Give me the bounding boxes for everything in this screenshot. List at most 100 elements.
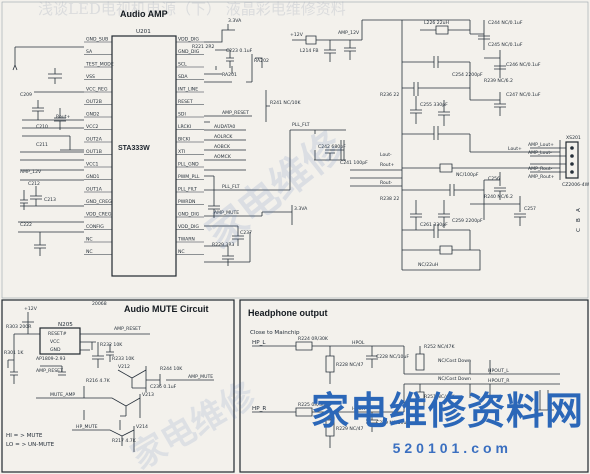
headphone-net-hpor: HPOR bbox=[352, 406, 366, 412]
headphone-net-out-l: HPOUT_L bbox=[488, 368, 509, 374]
headphone-section-title: Headphone output bbox=[248, 308, 328, 318]
amp-pin-label-left: OUT1B bbox=[86, 149, 102, 155]
amp-pin-label-left: NC bbox=[86, 249, 93, 255]
amp-net-mck: AOMCK bbox=[214, 154, 232, 160]
amp-net-audata: AUDATA0 bbox=[214, 124, 235, 130]
headphone-c229: C229 NC/10uF bbox=[376, 420, 409, 426]
mute-r217: R217 4.7K bbox=[112, 438, 137, 444]
headphone-note: Close to Mainchip bbox=[250, 330, 300, 336]
amp-pin-label-right: PWM_PLL bbox=[178, 174, 200, 180]
headphone-r229: R229 NC/47 bbox=[336, 426, 364, 432]
amp-supply-2: 3.3VA bbox=[294, 206, 308, 212]
amp-left-network bbox=[12, 46, 84, 256]
amp-pin-label-right: PLL_GND bbox=[178, 162, 199, 168]
connector-part: CZ2006-4W bbox=[562, 182, 590, 188]
headphone-net-out-r: HPOUT_R bbox=[488, 378, 510, 384]
mute-c236: C236 0.1uF bbox=[150, 384, 177, 390]
connector-pin-4: AMP_Rout+ bbox=[528, 174, 555, 180]
connector-letter-c: C bbox=[576, 228, 582, 232]
amp-pin-label-right: RESET bbox=[178, 99, 193, 105]
amp-r241: R241 NC/10K bbox=[270, 100, 301, 106]
headphone-label-costdown-1: NC/Cost Down bbox=[438, 358, 471, 364]
headphone-section-box bbox=[239, 299, 589, 473]
mute-v214: V214 bbox=[136, 424, 148, 430]
amp-c222: C222 bbox=[20, 222, 32, 228]
filter-r239: R239 NC/6.2 bbox=[484, 78, 513, 84]
amp-section-title: Audio AMP bbox=[120, 9, 168, 19]
amp-net-mute: AMP_MUTE bbox=[214, 210, 239, 216]
amp-pin-label-left: CONFIG bbox=[86, 224, 104, 230]
amp-pin-label-left: OUT2B bbox=[86, 99, 102, 105]
mute-net-muteamp: MUTE_AMP bbox=[50, 392, 75, 398]
mute-r303: R303 200R bbox=[6, 324, 32, 330]
filter-label-nc22: NC/22uH bbox=[418, 262, 438, 268]
filter-r240: R240 NC/6.2 bbox=[484, 194, 513, 200]
filter-c252: C257 bbox=[524, 206, 536, 212]
amp-c223: C223 0.1uF bbox=[226, 48, 253, 54]
filter-r238: R238 22 bbox=[380, 196, 399, 202]
amp-c212: C212 bbox=[28, 181, 40, 187]
filter-net-rout-plus: Rout+ bbox=[380, 162, 395, 168]
amp-ic-body bbox=[111, 35, 177, 277]
amp-c237: C237 bbox=[240, 230, 252, 236]
amp-ra201: RA201 bbox=[222, 72, 237, 78]
amp-pin-label-left: VDD_CREG bbox=[86, 212, 112, 218]
amp-net-pllflt2: PLL_FLT bbox=[292, 122, 310, 128]
speaker-connector bbox=[530, 141, 579, 179]
mute-ic-pin-1: RESET# bbox=[48, 331, 67, 337]
amp-pin-label-left: GND1 bbox=[86, 174, 100, 180]
amp-pin-label-left: OUT1A bbox=[86, 187, 103, 193]
filter-net-lout-plus: Lout+ bbox=[508, 146, 522, 152]
headphone-r225: R225 0R/30K bbox=[298, 402, 329, 408]
mute-r233: R233 10K bbox=[112, 356, 135, 362]
amp-ic-name: STA333W bbox=[118, 145, 150, 152]
filter-l226: L226 22uH bbox=[424, 20, 449, 26]
mute-r244: R244 10K bbox=[160, 366, 183, 372]
amp-net-pllflt: PLL_FLT bbox=[222, 184, 240, 190]
mute-note-hi: HI = > MUTE bbox=[6, 433, 43, 439]
mute-net-mute: AMP_MUTE bbox=[188, 374, 213, 380]
headphone-r224: R224 0R/30K bbox=[298, 336, 329, 342]
amp-c242: C242 680pF bbox=[318, 144, 346, 150]
mute-net-reset2: AMP_RESET bbox=[36, 368, 63, 374]
headphone-c228: C228 NC/10uF bbox=[376, 354, 409, 360]
amp-pin-label-right: TWARN bbox=[177, 237, 195, 243]
outer-frame bbox=[1, 1, 589, 299]
amp-pin-label-right: SDA bbox=[178, 74, 188, 80]
mute-net-hp: HP_MUTE bbox=[76, 424, 98, 430]
amp-c210: C210 bbox=[36, 124, 48, 130]
filter-c261: C261 330pF bbox=[420, 222, 448, 228]
amp-pin-label-left: TEST_MODE bbox=[85, 62, 114, 68]
amp-supply-1: 3.3VA bbox=[228, 18, 242, 24]
amp-pin-label-left: OUT2A bbox=[86, 137, 103, 143]
connector-letter-b: B bbox=[576, 218, 582, 222]
amp-net-lrck: AOLRCK bbox=[214, 134, 233, 140]
connector-pin-2: AMP_Lout- bbox=[528, 150, 552, 156]
amp-pin-label-right: SCL bbox=[178, 62, 187, 68]
mute-ic-pin-3: GND bbox=[50, 347, 61, 353]
headphone-r251: R251 NC/47K bbox=[424, 394, 455, 400]
amp-pin-label-right: PWRDN bbox=[178, 199, 195, 205]
amp-pin-label-right: LRCKI bbox=[178, 124, 191, 130]
mute-ic-pin-2: VCC bbox=[50, 339, 60, 345]
amp-pin-label-left: GND_SUB bbox=[86, 37, 108, 43]
mute-tag: 20068 bbox=[92, 301, 107, 307]
mute-v213: V213 bbox=[142, 392, 154, 398]
amp-pin-label-right: NC bbox=[178, 249, 185, 255]
mute-r232: R232 10K bbox=[100, 342, 123, 348]
amp-pin-label-left: VCC1 bbox=[86, 162, 99, 168]
mute-network bbox=[7, 312, 214, 452]
headphone-network bbox=[252, 341, 560, 448]
connector-pin-1: AMP_Lout+ bbox=[528, 142, 554, 148]
amp-net-amp12v: AMP_12V bbox=[338, 30, 360, 36]
amp-c241: C241 100pF bbox=[340, 160, 368, 166]
mute-section-title: Audio MUTE Circuit bbox=[124, 304, 209, 314]
filter-c245: C245 NC/0.1uF bbox=[488, 42, 523, 48]
amp-label-rout: Rout+ bbox=[56, 114, 71, 120]
amp-pin-label-right: VDD_DIG bbox=[178, 37, 199, 43]
headphone-r228: R228 NC/47 bbox=[336, 362, 364, 368]
amp-net-bck: AOBCK bbox=[214, 144, 231, 150]
filter-c254: C254 2200pF bbox=[452, 72, 483, 78]
mute-ic-ref: N205 bbox=[58, 322, 73, 328]
